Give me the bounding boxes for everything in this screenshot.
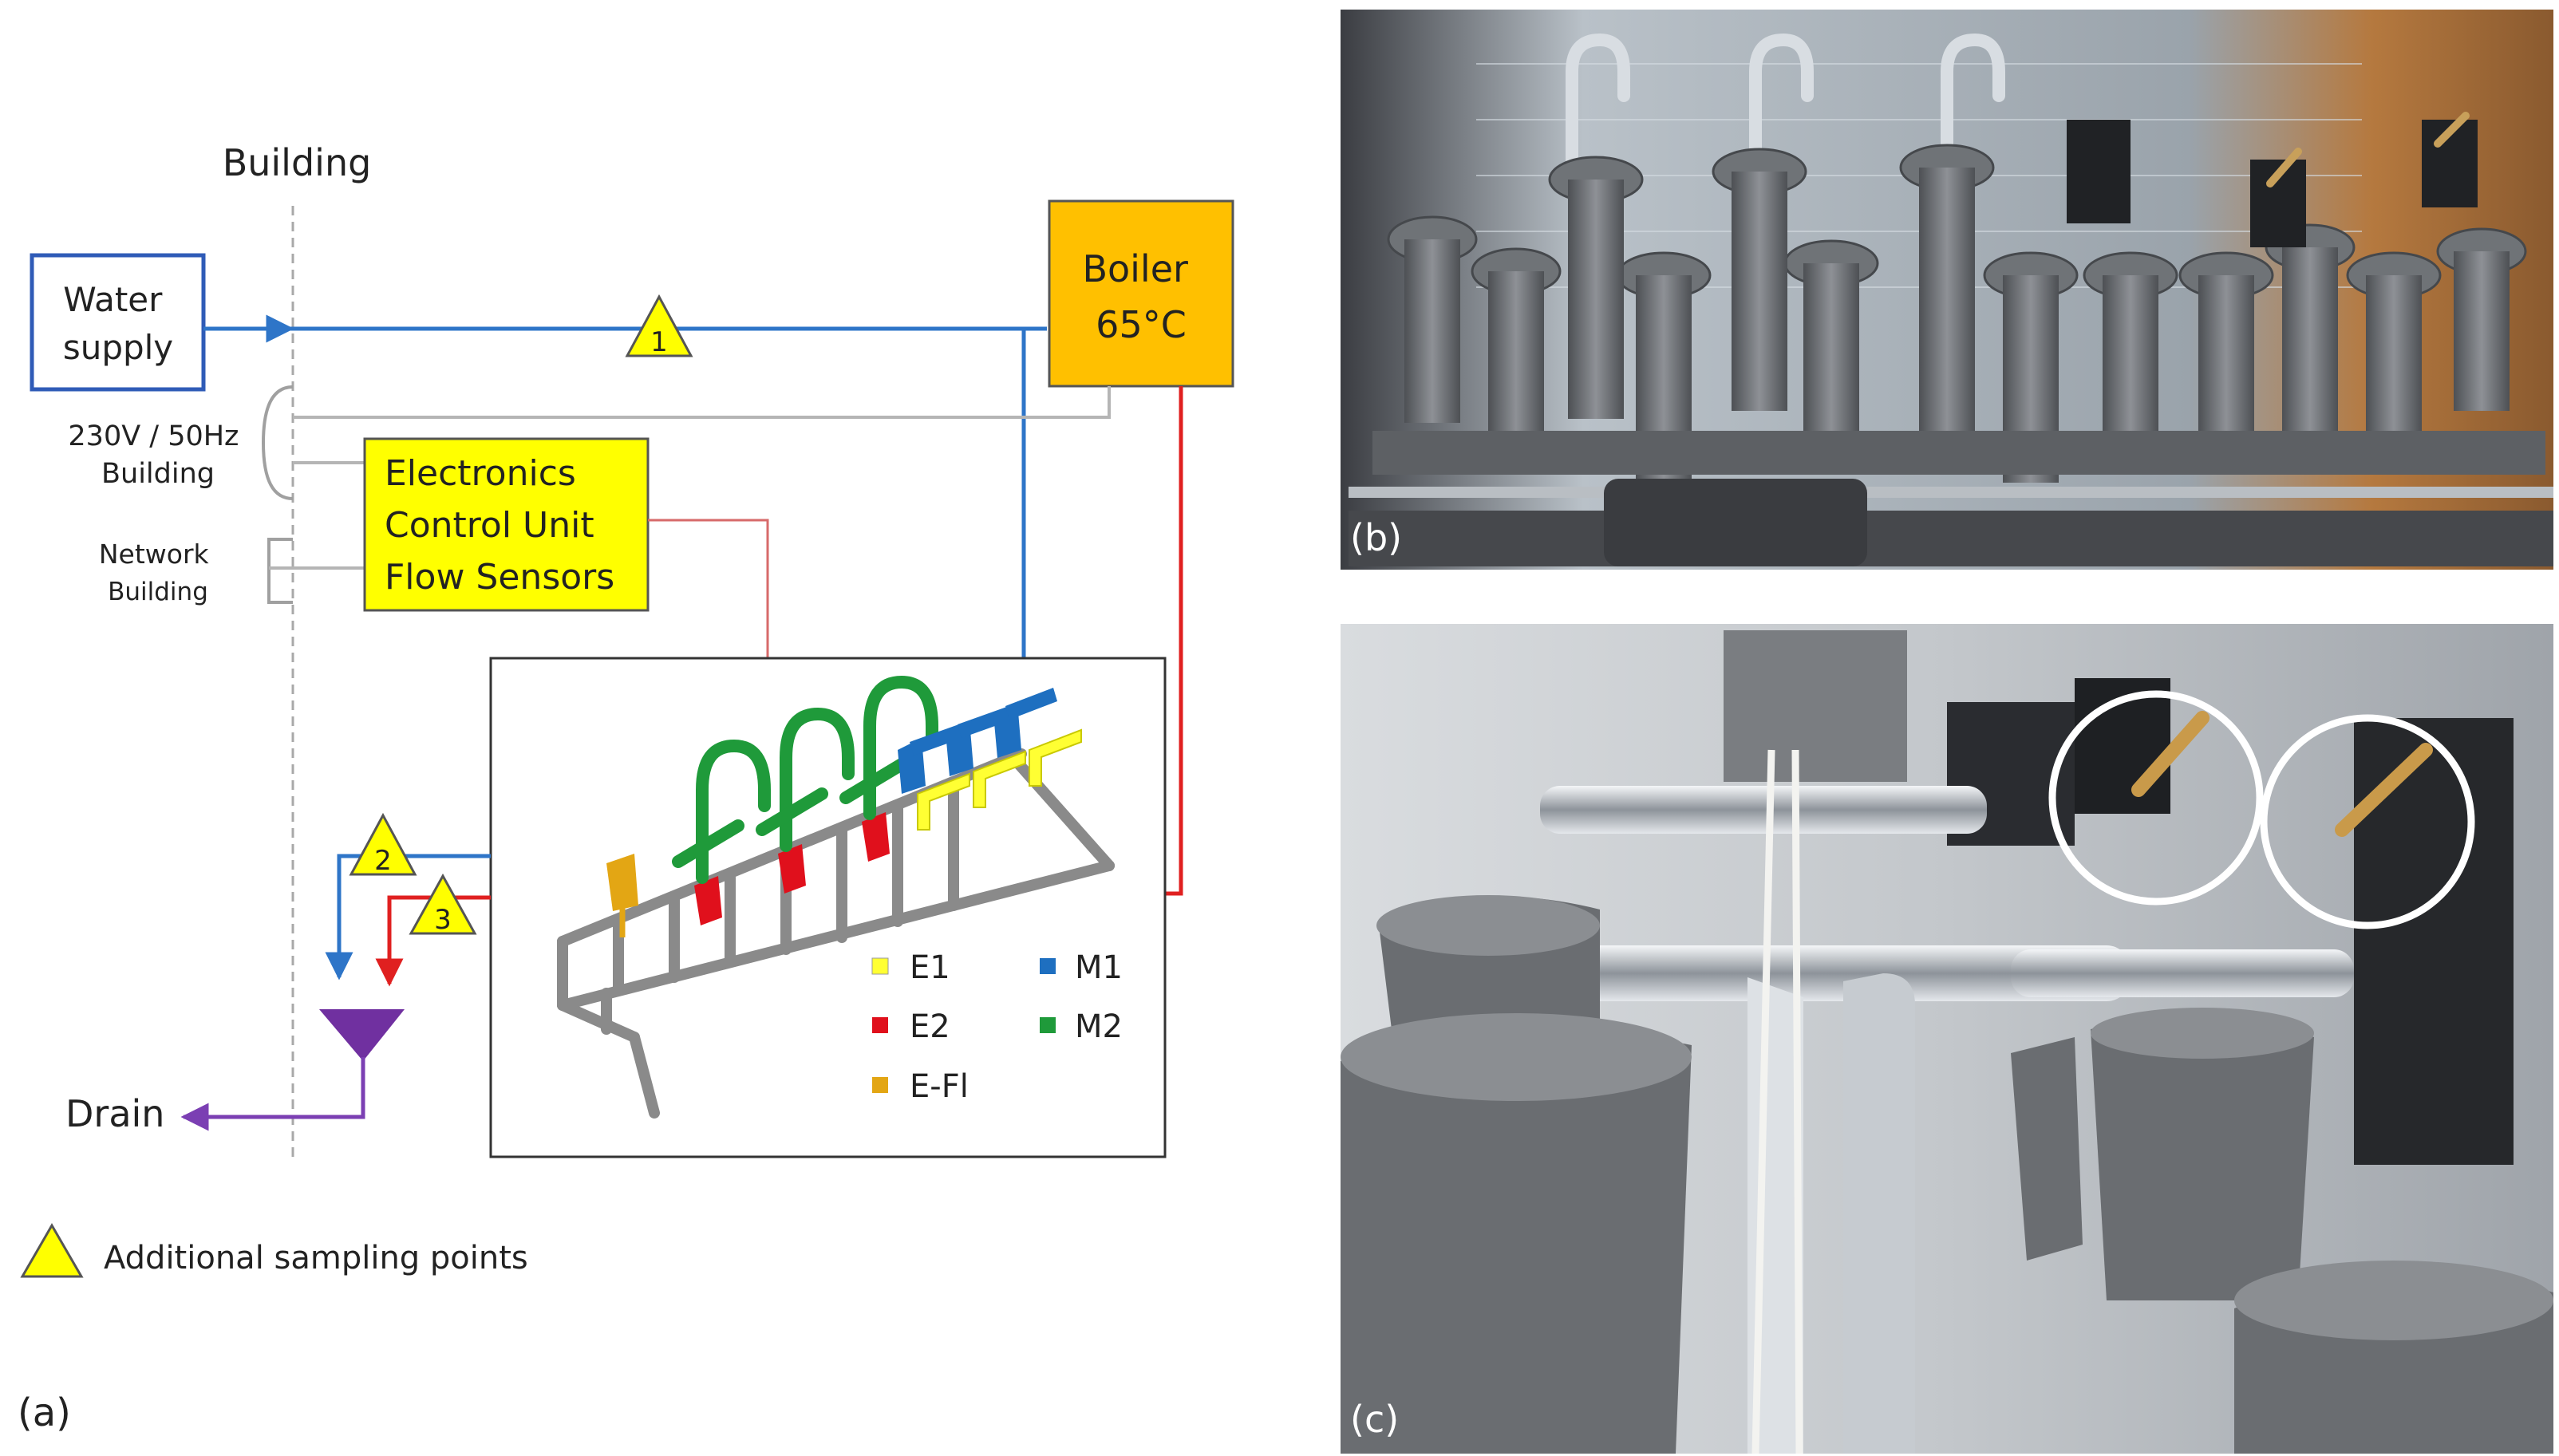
signal-line	[648, 519, 769, 658]
svg-text:3: 3	[434, 904, 452, 936]
sampling-point-3: 3	[409, 873, 477, 936]
legend-swatch-m2	[1040, 1017, 1056, 1033]
legend-label-efl: E-Fl	[910, 1068, 969, 1105]
legend-label-m2: M2	[1075, 1008, 1123, 1045]
faucets-e2	[694, 812, 890, 925]
legend-swatch-e1	[871, 957, 889, 975]
network-line1: Network	[99, 539, 210, 570]
electronics-line1: Electronics	[385, 453, 576, 494]
panel-a-label: (a)	[18, 1391, 71, 1435]
svg-text:Water supply: Water supply	[63, 280, 173, 367]
faucet-efl	[606, 854, 638, 937]
electronics-line2: Control Unit	[385, 505, 594, 546]
faucet-legend: E1 M1 E2 M2 E-Fl	[871, 949, 1123, 1105]
hot-line	[1165, 386, 1183, 896]
boiler-box	[1048, 199, 1234, 388]
building-label: Building	[223, 141, 372, 184]
sampling-point-1: 1	[625, 294, 693, 358]
cold-drain-line	[325, 854, 491, 981]
legend-swatch-efl	[872, 1077, 888, 1093]
drain-label: Drain	[65, 1092, 164, 1135]
svg-text:Electronics Control Unit: Electronics Control Unit Flow Sensors	[385, 453, 614, 598]
legend-label-e2: E2	[910, 1008, 950, 1045]
hot-drain-line	[375, 895, 491, 987]
water-supply-box	[30, 253, 206, 392]
panel-b-label: (b)	[1350, 516, 1402, 559]
power-line2: Building	[101, 458, 215, 490]
faucets-e1	[917, 728, 1082, 831]
highlight-circle-1	[2048, 690, 2264, 906]
water-supply-line1: Water	[63, 280, 163, 319]
highlight-circle-2	[2260, 714, 2475, 929]
svg-text:1: 1	[650, 326, 668, 358]
legend-swatch-m1	[1040, 958, 1056, 974]
electronics-line3: Flow Sensors	[385, 557, 614, 598]
drain-funnel	[319, 1009, 405, 1061]
legend-label-m1: M1	[1075, 949, 1123, 986]
power-connector	[261, 385, 294, 500]
faucets-m1	[898, 688, 1057, 794]
electronics-box	[363, 437, 650, 612]
panel-b-photo: (b)	[1341, 10, 2553, 570]
sampling-point-2: 2	[349, 812, 417, 877]
power-line-boiler	[293, 386, 1111, 419]
legend-swatch-e2	[872, 1017, 888, 1033]
water-supply-line2: supply	[63, 328, 173, 367]
power-line1: 230V / 50Hz	[68, 420, 239, 452]
boiler-line1: Boiler	[1082, 247, 1188, 290]
faucets-m2	[672, 675, 938, 884]
drain-line	[180, 1057, 365, 1131]
legend-label-e1: E1	[910, 949, 950, 986]
boiler-line2: 65°C	[1096, 303, 1187, 346]
sampling-legend-icon	[20, 1223, 84, 1278]
rig-frame-illustration	[557, 748, 1115, 1119]
sampling-legend-text: Additional sampling points	[104, 1240, 528, 1276]
panel-c-label: (c)	[1350, 1398, 1399, 1441]
network-connector	[267, 538, 293, 604]
test-rig-box	[489, 657, 1167, 1158]
svg-text:230V / 50Hz Building: 230V / 50Hz Building	[68, 420, 247, 490]
panel-c-photo: (c)	[1341, 624, 2553, 1454]
svg-text:Boiler 65°C: Boiler 65°C	[1082, 247, 1199, 346]
svg-text:Network Building: Network Building	[99, 539, 217, 606]
network-line2: Building	[108, 578, 208, 606]
svg-text:2: 2	[374, 845, 392, 877]
panel-a: Building Water supply 1 Boiler 65°C 230V…	[18, 141, 1234, 1435]
